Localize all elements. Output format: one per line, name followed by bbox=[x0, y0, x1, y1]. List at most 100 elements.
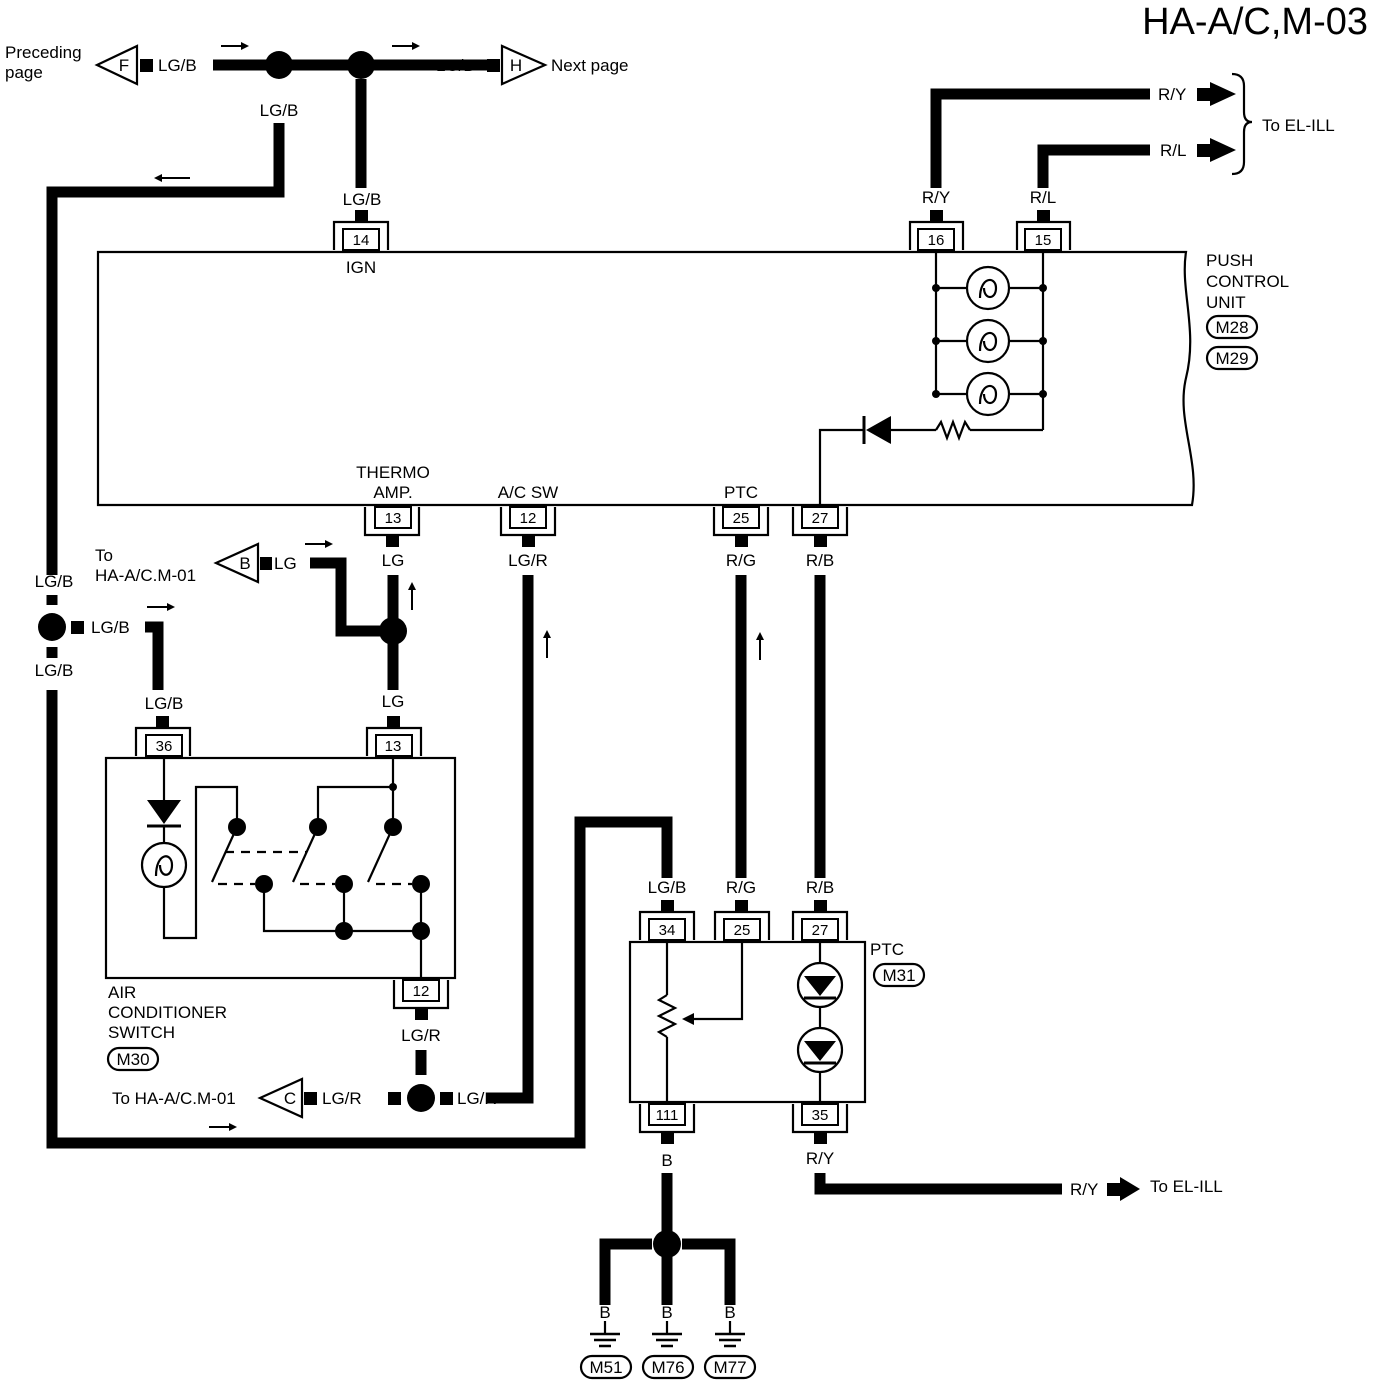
ptc-pin-111: 111 bbox=[638, 1103, 696, 1144]
pcu-pin-27: 27 bbox=[791, 506, 849, 547]
next-page-letter: H bbox=[510, 56, 522, 75]
pcu-diode-resistor bbox=[818, 416, 1043, 505]
wire-label-lgb-top-left: LG/B bbox=[158, 56, 197, 75]
pcu-pin-15-num: 15 bbox=[1035, 232, 1052, 249]
wire-label-lgb-left-branch: LG/B bbox=[91, 618, 130, 637]
diode-icon bbox=[866, 416, 891, 444]
arrow-icon bbox=[1210, 138, 1236, 162]
acsw-pin-13-num: 13 bbox=[385, 738, 402, 755]
to-elill-top: To EL-ILL bbox=[1262, 116, 1335, 135]
pcu-pin-13-num: 13 bbox=[385, 510, 402, 527]
resistor-icon bbox=[935, 418, 971, 442]
wire-label-lgb-36: LG/B bbox=[145, 694, 184, 713]
wire-label-rl-15: R/L bbox=[1030, 188, 1056, 207]
to-hac-m01-label-c: To HA-A/C.M-01 bbox=[112, 1089, 236, 1108]
wire-label-lg-branch: LG bbox=[274, 554, 297, 573]
wire-label-lgb-top-right: LG/B bbox=[436, 56, 475, 75]
arrow-icon bbox=[1120, 1177, 1140, 1201]
wire-label-lgr-12: LG/R bbox=[508, 551, 548, 570]
to-hac-m01-connector-c[interactable] bbox=[257, 1077, 304, 1119]
wire-lg-thermo: LG LG B To HA-A/C.M-01 LG bbox=[95, 540, 416, 711]
wire-illumination-top: R/Y R/Y R/L R/L To EL-ILL bbox=[922, 72, 1335, 207]
pcu-pin-16: 16 bbox=[908, 210, 965, 251]
to-hac-m01-letter-c: C bbox=[284, 1089, 296, 1108]
pcu-pin-15: 15 bbox=[1015, 210, 1072, 251]
wire-label-lgb-left-upper: LG/B bbox=[35, 572, 74, 591]
wire-label-b-111: B bbox=[661, 1151, 672, 1170]
next-page-connector[interactable] bbox=[500, 44, 548, 86]
indicator-lamp-icon bbox=[140, 841, 188, 889]
splice-ground bbox=[653, 1230, 681, 1258]
wire-label-rg-pcu: R/G bbox=[726, 551, 756, 570]
wire-lgb-left-loop: LG/B LG/B LG/B LG/B bbox=[35, 101, 673, 1149]
wire-label-lgb-left-lower: LG/B bbox=[35, 661, 74, 680]
arrow-icon bbox=[1210, 82, 1236, 106]
ptc-pin-35: 35 bbox=[791, 1103, 849, 1144]
pcu-ptc-label: PTC bbox=[724, 483, 758, 502]
acsw-pin-12-num: 12 bbox=[413, 983, 430, 1000]
acsw-name-2: CONDITIONER bbox=[108, 1003, 227, 1022]
wire-label-rb-pcu: R/B bbox=[806, 551, 834, 570]
acsw-pin-13: 13 bbox=[365, 716, 423, 757]
ptc-pin-111-num: 111 bbox=[656, 1107, 679, 1124]
diagram-title: HA-A/C,M-03 bbox=[1142, 1, 1368, 43]
pcu-pin-14-num: 14 bbox=[353, 232, 370, 249]
wire-label-lgr-right: LG/R bbox=[457, 1089, 497, 1108]
wire-label-rg-ptc: R/G bbox=[726, 878, 756, 897]
pcu-name-3: UNIT bbox=[1206, 293, 1246, 312]
acsw-name-3: SWITCH bbox=[108, 1023, 175, 1042]
brace-icon bbox=[1231, 72, 1253, 176]
wire-label-ry-bottom: R/Y bbox=[1070, 1180, 1098, 1199]
ptc-unit: LG/B 34 25 27 111 bbox=[628, 878, 926, 1144]
illumination-lamps bbox=[932, 252, 1047, 430]
ground-m77: M77 bbox=[713, 1358, 746, 1377]
acsw-pin-36: 36 bbox=[134, 716, 192, 757]
pcu-pin-16-num: 16 bbox=[928, 232, 945, 249]
wire-label-lg-13-sw: LG bbox=[382, 692, 405, 711]
wire-label-lgr-left: LG/R bbox=[322, 1089, 362, 1108]
pcu-pin-27-num: 27 bbox=[812, 510, 829, 527]
pcu-thermo-label-2: AMP. bbox=[373, 483, 412, 502]
wire-label-lgb-14: LG/B bbox=[343, 190, 382, 209]
preceding-page-connector[interactable] bbox=[94, 44, 139, 86]
pcu-thermo-label-1: THERMO bbox=[356, 463, 430, 482]
lamp-icon bbox=[965, 318, 1011, 364]
acsw-connector-m30: M30 bbox=[116, 1050, 149, 1069]
wire-ry-bottom: R/Y R/Y To EL-ILL bbox=[806, 1149, 1223, 1201]
to-hac-m01-connector-b[interactable] bbox=[213, 542, 260, 584]
splice-top-2 bbox=[347, 51, 375, 79]
ground-wiring: B B M51 B M76 B M77 bbox=[579, 1151, 757, 1380]
lamp-icon bbox=[965, 371, 1011, 417]
potentiometer-icon bbox=[656, 994, 678, 1038]
led-icon bbox=[804, 976, 836, 996]
preceding-page-letter: F bbox=[119, 56, 129, 75]
wire-lgr-acsw: LG/R bbox=[486, 551, 551, 1104]
push-control-unit: PUSH CONTROL UNIT M28 M29 14 IGN 16 15 bbox=[96, 210, 1289, 547]
pcu-pin-12-num: 12 bbox=[520, 510, 537, 527]
wire-label-lg-13-pcu: LG bbox=[382, 551, 405, 570]
ground-m76: M76 bbox=[651, 1358, 684, 1377]
wire-label-b-g1: B bbox=[599, 1303, 610, 1322]
ptc-pin-25-num: 25 bbox=[734, 922, 751, 939]
wire-rg-ptc: R/G R/G bbox=[726, 551, 764, 897]
diode-icon bbox=[147, 800, 181, 824]
to-elill-bottom: To EL-ILL bbox=[1150, 1177, 1223, 1196]
acsw-pin-12: 12 bbox=[392, 979, 450, 1020]
ptc-pin-27: 27 bbox=[791, 900, 849, 941]
acsw-name-1: AIR bbox=[108, 983, 136, 1002]
to-hac-m01-label-1: To bbox=[95, 546, 113, 565]
wire-label-lgb-drop: LG/B bbox=[260, 101, 299, 120]
led-icon bbox=[804, 1041, 836, 1061]
pcu-name-2: CONTROL bbox=[1206, 272, 1289, 291]
ptc-name: PTC bbox=[870, 940, 904, 959]
acsw-pin-36-num: 36 bbox=[156, 738, 173, 755]
ptc-connector-m31: M31 bbox=[882, 966, 915, 985]
splice-top-1 bbox=[265, 51, 293, 79]
pcu-connector-m29: M29 bbox=[1215, 349, 1248, 368]
wire-label-b-g2: B bbox=[661, 1303, 672, 1322]
ptc-pin-27-num: 27 bbox=[812, 922, 829, 939]
wire-label-b-g3: B bbox=[724, 1303, 735, 1322]
to-hac-m01-label-2: HA-A/C.M-01 bbox=[95, 566, 196, 585]
wire-label-rb-ptc: R/B bbox=[806, 878, 834, 897]
